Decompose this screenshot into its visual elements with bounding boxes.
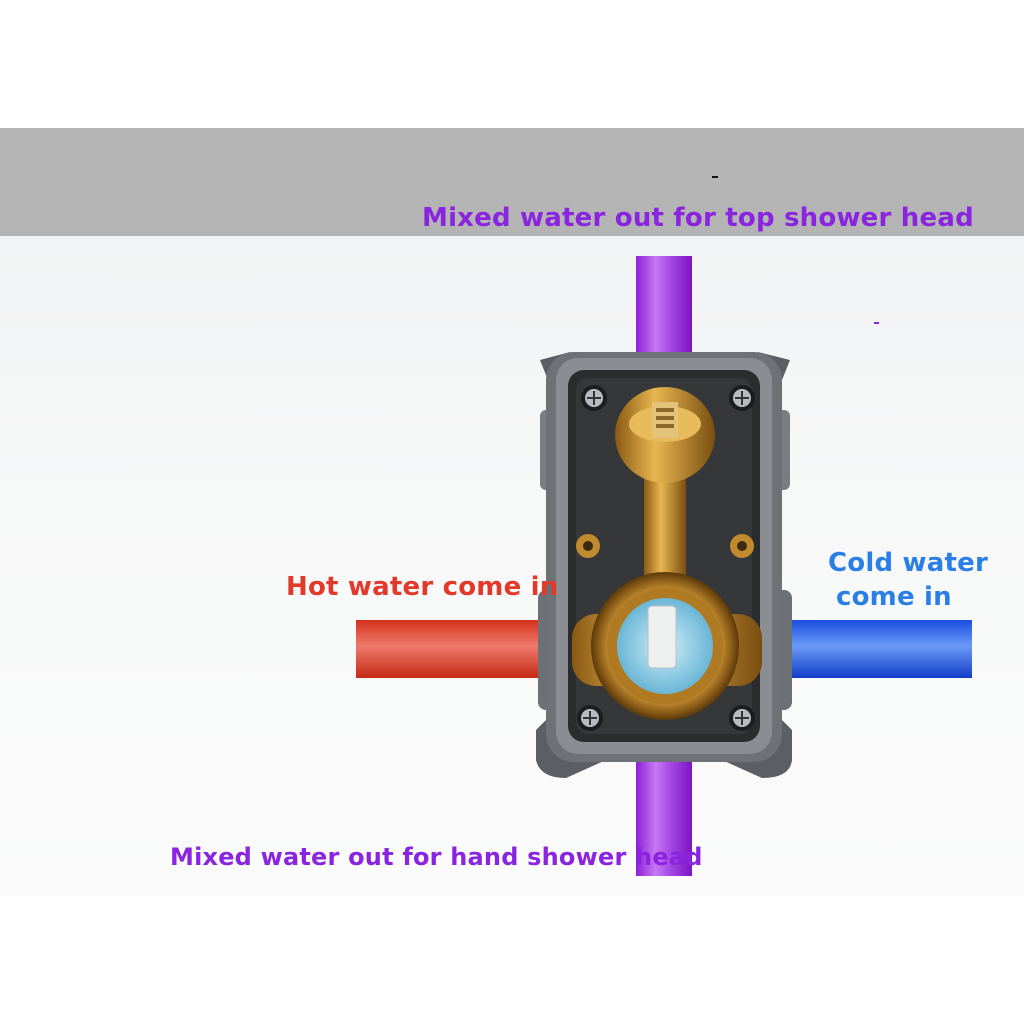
cold-inlet-label-line1: Cold water [828, 548, 988, 578]
hot-inlet-label: Hot water come in [286, 572, 559, 602]
brass-boss-left [576, 534, 600, 558]
bottom-outlet-label: Mixed water out for hand shower head [170, 843, 703, 871]
screw-top-right [729, 385, 755, 411]
wall-background [0, 236, 1024, 896]
screw-bottom-right [729, 705, 755, 731]
band-mark [712, 176, 718, 178]
brass-boss-right [730, 534, 754, 558]
cold-inlet-label: Cold water come in [828, 546, 988, 614]
cold-inlet-pipe [780, 620, 972, 678]
cold-inlet-label-line2: come in [836, 582, 952, 612]
wall-mark [874, 322, 879, 324]
gray-header-band [0, 128, 1024, 236]
screw-bottom-left [577, 705, 603, 731]
top-outlet-label: Mixed water out for top shower head [422, 203, 974, 233]
bottom-outlet-pipe [636, 744, 692, 876]
hot-inlet-pipe [356, 620, 548, 678]
screw-top-left [581, 385, 607, 411]
top-outlet-pipe [636, 256, 692, 368]
valve-cartridge [591, 572, 739, 720]
